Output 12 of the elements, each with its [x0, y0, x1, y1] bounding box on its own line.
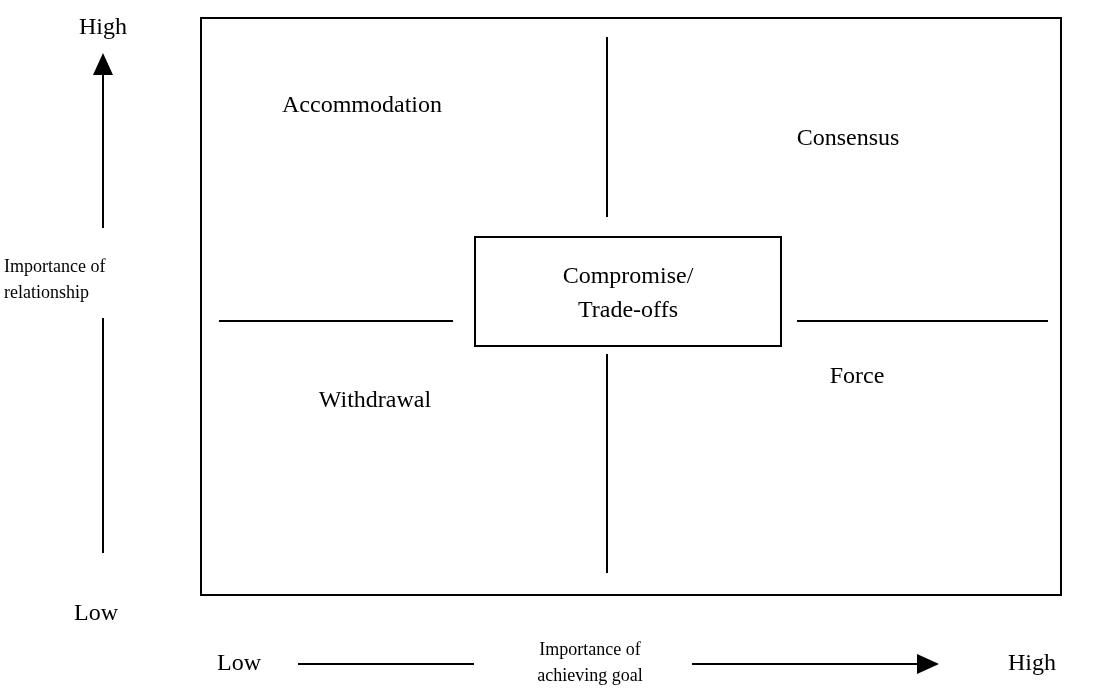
- text-box: Compromise/ Trade-offs: [474, 236, 782, 347]
- axis-label: Low: [73, 598, 119, 627]
- matrix-frame: [200, 17, 1062, 596]
- axis-title: Importance of achieving goal: [536, 638, 644, 687]
- quadrant-label: Accommodation: [281, 90, 443, 119]
- quadrant-label: Consensus: [795, 123, 901, 152]
- quadrant-label: Withdrawal: [317, 385, 433, 414]
- axis-label: High: [78, 12, 128, 41]
- quadrant-label: Force: [828, 361, 886, 390]
- axis-label: High: [1007, 648, 1057, 677]
- axis-label: Low: [216, 648, 262, 677]
- axis-title: Importance of relationship: [4, 255, 107, 304]
